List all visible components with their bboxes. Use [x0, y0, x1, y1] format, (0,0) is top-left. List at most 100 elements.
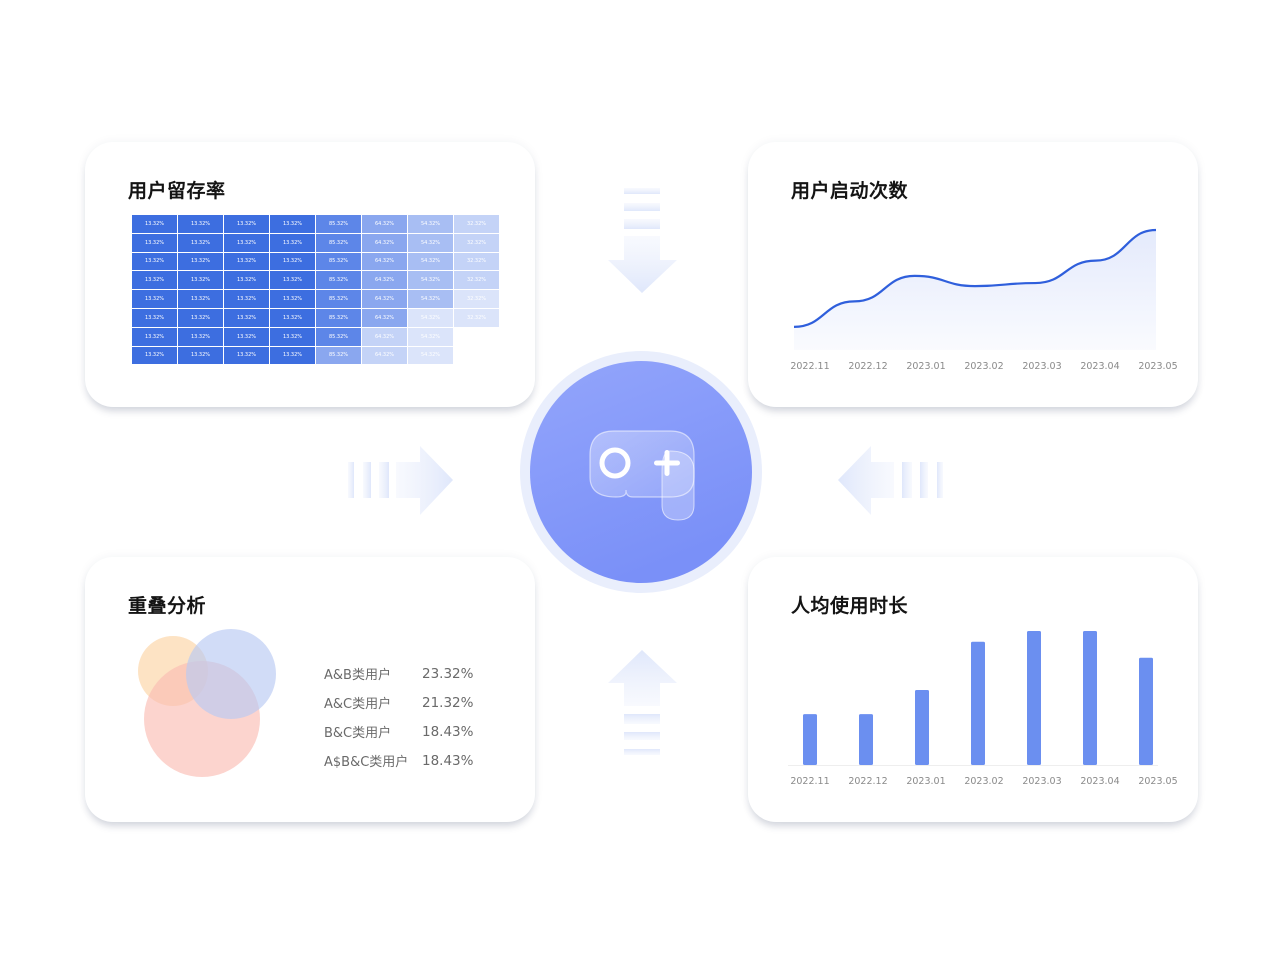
retention-cell: 85.32%: [315, 270, 362, 291]
overlap-item-name: A&C类用户: [324, 697, 392, 712]
x-tick-label: 2023.03: [1022, 361, 1061, 372]
bar: [1083, 631, 1097, 765]
retention-cell: 13.32%: [269, 289, 316, 309]
retention-cell: 64.32%: [361, 307, 408, 328]
retention-cell: [453, 326, 500, 347]
retention-cell: 13.32%: [223, 270, 270, 291]
launch-count-title: 用户启动次数: [791, 180, 909, 202]
x-tick-label: 2023.01: [906, 361, 945, 372]
x-tick-label: 2023.04: [1080, 361, 1119, 372]
retention-cell: 64.32%: [361, 232, 408, 253]
arrow-up-icon: [608, 650, 677, 755]
retention-cell: 54.32%: [407, 289, 454, 309]
retention-cell: 54.32%: [407, 270, 454, 291]
retention-cell: 32.32%: [453, 232, 500, 253]
retention-cell: 85.32%: [315, 251, 362, 272]
x-tick-label: 2022.12: [848, 361, 887, 372]
retention-cell: 64.32%: [361, 214, 408, 234]
overlap-item-value: 23.32%: [422, 665, 474, 682]
venn-circle-b: [186, 629, 276, 719]
bar: [803, 714, 817, 765]
x-tick-label: 2023.05: [1138, 776, 1177, 787]
retention-row: 13.32%13.32%13.32%13.32%85.32%64.32%54.3…: [131, 345, 500, 366]
retention-row: 13.32%13.32%13.32%13.32%85.32%64.32%54.3…: [131, 251, 500, 272]
retention-cell: 13.32%: [223, 345, 270, 366]
retention-row: 13.32%13.32%13.32%13.32%85.32%64.32%54.3…: [131, 270, 500, 291]
retention-cell: 13.32%: [177, 251, 224, 272]
bar: [915, 689, 929, 765]
retention-cell: 85.32%: [315, 214, 362, 234]
retention-cell: 32.32%: [453, 214, 500, 234]
retention-row: 13.32%13.32%13.32%13.32%85.32%64.32%54.3…: [131, 232, 500, 253]
arrow-right-icon: [348, 446, 453, 515]
retention-cell: 13.32%: [269, 307, 316, 328]
retention-title: 用户留存率: [128, 180, 226, 202]
retention-cell: 85.32%: [315, 326, 362, 347]
retention-cell: 32.32%: [453, 270, 500, 291]
retention-cell: 64.32%: [361, 270, 408, 291]
retention-cell: 13.32%: [269, 326, 316, 347]
series-line: [793, 228, 1157, 328]
x-tick-label: 2023.04: [1080, 776, 1119, 787]
retention-cell: 13.32%: [131, 307, 178, 328]
bar: [971, 641, 985, 765]
x-tick-label: 2022.11: [790, 361, 829, 372]
center-hub: [520, 351, 762, 593]
retention-cell: 13.32%: [177, 232, 224, 253]
retention-table: 13.32%13.32%13.32%13.32%85.32%64.32%54.3…: [131, 214, 500, 366]
retention-cell: 13.32%: [131, 232, 178, 253]
overlap-legend-item: A&B类用户 23.32%: [324, 659, 473, 688]
x-tick-label: 2022.11: [790, 776, 829, 787]
overlap-legend-item: A&C类用户 21.32%: [324, 688, 473, 717]
overlap-item-name: A&B类用户: [324, 668, 391, 683]
retention-cell: 13.32%: [131, 326, 178, 347]
x-tick-label: 2023.03: [1022, 776, 1061, 787]
retention-cell: 13.32%: [269, 345, 316, 366]
retention-row: 13.32%13.32%13.32%13.32%85.32%64.32%54.3…: [131, 307, 500, 328]
retention-cell: 13.32%: [223, 214, 270, 234]
retention-cell: 13.32%: [269, 251, 316, 272]
retention-cell: 32.32%: [453, 289, 500, 309]
retention-cell: 64.32%: [361, 289, 408, 309]
retention-cell: 32.32%: [453, 307, 500, 328]
x-tick-label: 2022.12: [848, 776, 887, 787]
retention-cell: 13.32%: [177, 345, 224, 366]
retention-cell: 13.32%: [131, 289, 178, 309]
x-tick-label: 2023.02: [964, 776, 1003, 787]
retention-row: 13.32%13.32%13.32%13.32%85.32%64.32%54.3…: [131, 326, 500, 347]
retention-cell: 13.32%: [177, 270, 224, 291]
retention-cell: 13.32%: [223, 251, 270, 272]
retention-cell: 64.32%: [361, 326, 408, 347]
retention-cell: 13.32%: [131, 251, 178, 272]
retention-cell: 54.32%: [407, 232, 454, 253]
overlap-item-name: B&C类用户: [324, 726, 392, 741]
retention-cell: 13.32%: [269, 270, 316, 291]
retention-cell: 54.32%: [407, 326, 454, 347]
overlap-title: 重叠分析: [128, 595, 207, 617]
overlap-item-name: A$B&C类用户: [324, 755, 409, 770]
retention-row: 13.32%13.32%13.32%13.32%85.32%64.32%54.3…: [131, 214, 500, 234]
retention-cell: 54.32%: [407, 307, 454, 328]
venn-diagram: [138, 629, 276, 777]
bar: [859, 714, 873, 765]
retention-cell: 13.32%: [131, 345, 178, 366]
retention-cell: 13.32%: [223, 232, 270, 253]
retention-cell: 54.32%: [407, 251, 454, 272]
arrow-down-icon: [608, 188, 677, 293]
retention-cell: 13.32%: [177, 289, 224, 309]
overlap-item-value: 21.32%: [422, 694, 474, 711]
retention-cell: 13.32%: [223, 307, 270, 328]
x-tick-label: 2023.05: [1138, 361, 1177, 372]
retention-cell: 13.32%: [223, 326, 270, 347]
retention-cell: 85.32%: [315, 289, 362, 309]
retention-cell: 32.32%: [453, 251, 500, 272]
area-fill: [794, 230, 1156, 350]
retention-row: 13.32%13.32%13.32%13.32%85.32%64.32%54.3…: [131, 289, 500, 309]
